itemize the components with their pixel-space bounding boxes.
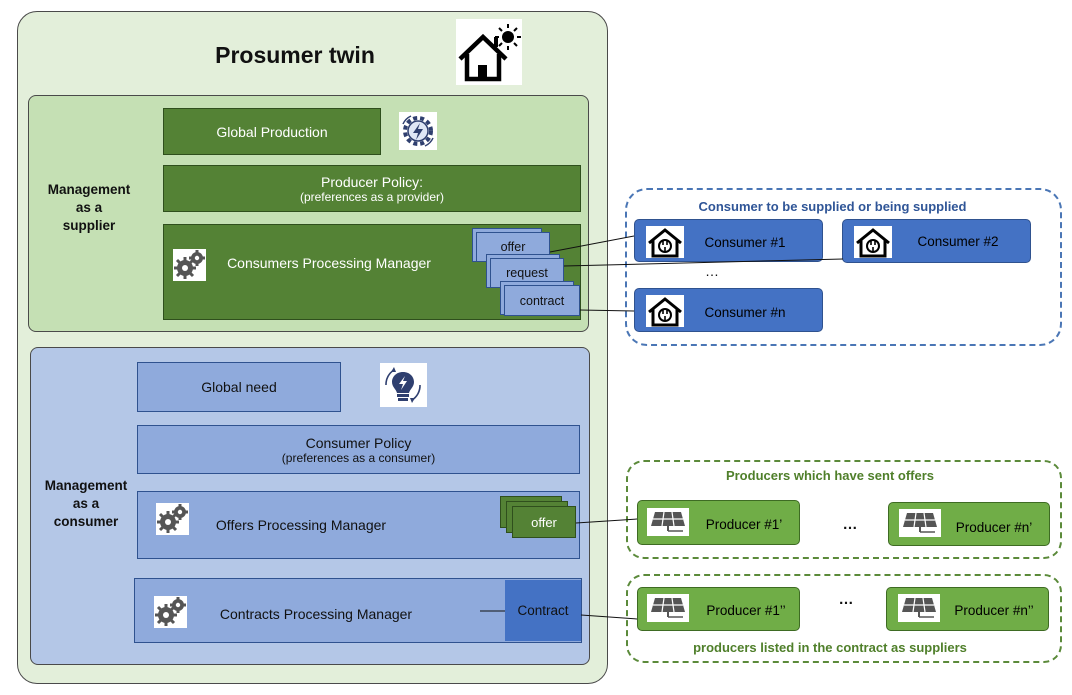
consumer-label-line3: consumer (53, 514, 119, 529)
contract-producers-group-title: producers listed in the contract as supp… (693, 639, 967, 655)
global-production-label: Global Production (216, 123, 328, 140)
producer-policy-box: Producer Policy: (preferences as a provi… (163, 165, 581, 212)
offer-doc-label: offer (500, 240, 526, 254)
gears-icon (156, 503, 189, 535)
solar-panel-icon (647, 508, 689, 536)
consumers-group (625, 188, 1062, 346)
supplier-label-line1: Management (47, 182, 131, 197)
consumers-ellipsis: … (705, 263, 719, 279)
consumer-label-line2: as a (72, 496, 100, 511)
offer-doc-label: offer (531, 514, 557, 530)
global-production-box: Global Production (163, 108, 381, 155)
contract-to-producer-line (580, 614, 638, 620)
consumer-label-1: Consumer #1 (704, 234, 786, 250)
contract-doc-label: Contract (517, 603, 569, 618)
offers-producers-group-title: Producers which have sent offers (725, 467, 935, 483)
producer-label-n-contract: Producer #n’’ (954, 602, 1034, 618)
global-need-label: Global need (201, 379, 277, 395)
offer-doc: offer (512, 506, 576, 538)
house-plug-icon (646, 295, 684, 327)
producer-label-1-contract: Producer #1’’ (706, 602, 786, 618)
solar-panel-icon (647, 594, 689, 622)
producer-policy-title: Producer Policy: (321, 173, 423, 190)
house-sun-icon (456, 19, 522, 85)
request-doc-label: request (506, 266, 548, 280)
global-need-box: Global need (137, 362, 341, 412)
diagram-title: Prosumer twin (215, 41, 375, 68)
producer-policy-subtitle: (preferences as a provider) (299, 189, 445, 204)
consumer-policy-title: Consumer Policy (305, 434, 412, 451)
contract-producers-ellipsis: … (838, 590, 854, 608)
supplier-section-label: Management as a supplier (36, 180, 142, 236)
consumer-label-line1: Management (44, 478, 128, 493)
consumer-policy-box: Consumer Policy (preferences as a consum… (137, 425, 580, 474)
bulb-cycle-icon (380, 363, 427, 407)
contract-doc: contract (504, 285, 580, 316)
consumers-group-title: Consumer to be supplied or being supplie… (698, 198, 967, 214)
gears-icon (154, 596, 187, 628)
consumer-label-2: Consumer #2 (917, 233, 999, 249)
solar-panel-icon (899, 509, 941, 537)
contract-to-consumern-line (579, 309, 635, 312)
contract-doc: Contract (505, 580, 581, 641)
consumers-processing-manager-label: Consumers Processing Manager (227, 255, 431, 271)
offer-to-producer-line (575, 518, 638, 524)
contracts-processing-manager-label: Contracts Processing Manager (219, 606, 413, 622)
offer-to-consumer1-line (549, 235, 635, 253)
contract-doc-label: contract (519, 293, 565, 308)
consumer-policy-subtitle: (preferences as a consumer) (281, 450, 436, 465)
offers-producers-ellipsis: … (842, 515, 858, 533)
supplier-label-line3: supplier (62, 218, 116, 233)
house-plug-icon (854, 226, 892, 258)
producer-label-n-offer: Producer #n’ (955, 519, 1033, 535)
solar-panel-icon (898, 594, 940, 622)
offers-processing-manager-label: Offers Processing Manager (215, 517, 387, 533)
request-to-consumer2-line (563, 258, 844, 267)
consumer-label-n: Consumer #n (704, 304, 786, 320)
offers-producers-group (626, 460, 1062, 559)
supplier-label-line2: as a (75, 200, 103, 215)
consumer-section-label: Management as a consumer (34, 476, 138, 532)
house-plug-icon (646, 226, 684, 258)
producer-label-1-offer: Producer #1’ (705, 516, 783, 532)
gear-bolt-icon (399, 112, 437, 150)
gears-icon (173, 249, 206, 281)
